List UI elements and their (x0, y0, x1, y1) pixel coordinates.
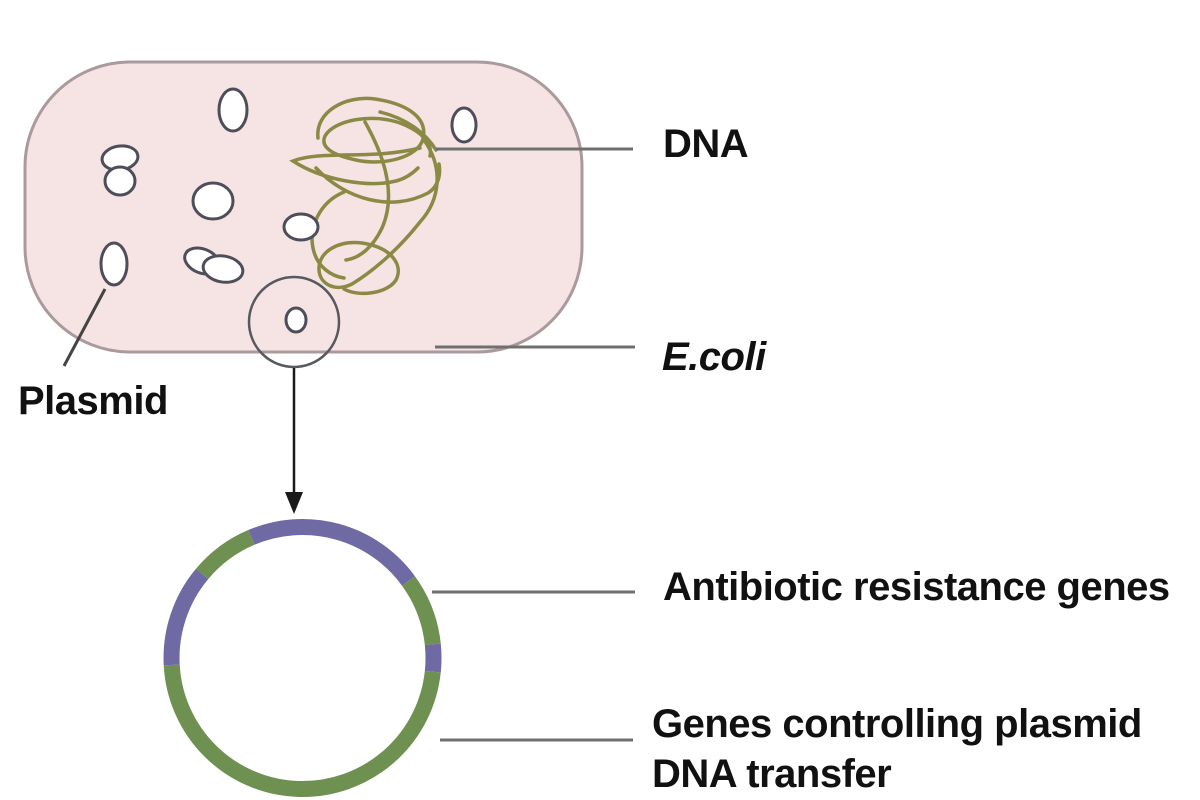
plasmid-oval (191, 181, 235, 221)
transfer-genes-label-line2: DNA transfer (652, 752, 891, 796)
zoom-arrow (285, 368, 303, 514)
plasmid-oval (282, 212, 320, 242)
plasmid-oval (103, 165, 137, 197)
plasmid-ring (163, 519, 442, 797)
ring-segment-antibiotic-resistance (424, 643, 442, 673)
plasmid-oval-magnified-source (284, 306, 308, 334)
antibiotic-resistance-label: Antibiotic resistance genes (663, 565, 1170, 609)
ring-segment-transfer-genes (163, 664, 441, 797)
zoom-arrow-head (285, 492, 303, 514)
plasmid-oval (217, 87, 249, 133)
ring-segment-transfer-genes (196, 530, 255, 580)
dna-strand (317, 138, 439, 296)
plasmid-leader-line (62, 288, 107, 367)
leader-lines (432, 147, 635, 742)
ring-segment-antibiotic-resistance (248, 519, 415, 586)
dna-strand (314, 162, 442, 204)
dna-strand (310, 190, 346, 280)
plasmid-oval (99, 241, 129, 287)
plasmid-oval (450, 106, 478, 144)
dna-strand (378, 110, 438, 152)
dna-label: DNA (663, 122, 748, 166)
dna-strand (316, 96, 433, 164)
magnifier-circle (247, 275, 341, 369)
plasmid-oval (201, 254, 245, 284)
dna-strand (344, 120, 391, 262)
ring-segment-transfer-genes (401, 576, 441, 646)
transfer-genes-label-line1: Genes controlling plasmid (652, 702, 1142, 746)
plasmid-group (99, 87, 478, 334)
ring-segment-antibiotic-resistance (163, 568, 209, 666)
dna-tangle (289, 96, 442, 296)
ecoli-cell-body (25, 62, 582, 352)
ecoli-label: E.coli (662, 335, 767, 379)
labels: DNA E.coli Plasmid Antibiotic resistance… (18, 122, 1170, 796)
ecoli-cell-membrane (23, 60, 584, 354)
plasmid-label: Plasmid (18, 379, 168, 423)
